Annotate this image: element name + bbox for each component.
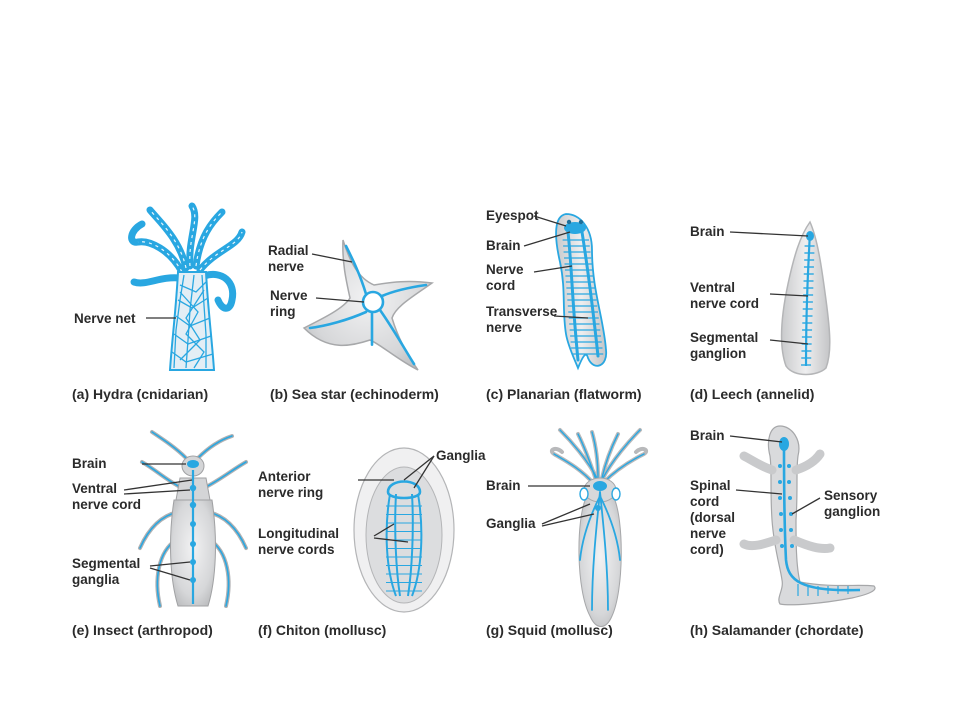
label-salamander-brain: Brain	[690, 428, 725, 443]
salamander-sensory-ganglia	[778, 464, 794, 548]
sea-star-nerve-ring	[361, 290, 385, 314]
label-spinal-cord: Spinal cord (dorsal nerve cord)	[690, 478, 736, 557]
label-nerve-ring: Nerve ring	[270, 288, 308, 319]
salamander-illustration	[739, 425, 876, 606]
planarian-eyespot-right	[578, 219, 584, 225]
caption-chiton: (f) Chiton (mollusc)	[258, 622, 387, 638]
leech-illustration	[780, 220, 831, 376]
squid-brain	[593, 481, 607, 491]
leech-ventral-nerve-cord	[804, 231, 812, 367]
squid-illustration	[549, 428, 649, 627]
label-insect-brain: Brain	[72, 456, 107, 471]
label-eyespot: Eyespot	[486, 208, 539, 223]
caption-hydra: (a) Hydra (cnidarian)	[72, 386, 209, 402]
caption-sea-star: (b) Sea star (echinoderm)	[270, 386, 439, 402]
insect-illustration	[138, 430, 248, 608]
label-chiton-ganglia: Ganglia	[436, 448, 486, 463]
insect-segmental-ganglia	[189, 484, 197, 583]
insect-brain	[187, 460, 199, 468]
planarian-brain	[564, 222, 586, 234]
caption-squid: (g) Squid (mollusc)	[486, 622, 613, 638]
label-segmental-ganglia: Segmental ganglia	[72, 556, 141, 587]
leech-segmental-ganglia	[801, 245, 815, 366]
sea-star-radial-nerves	[308, 244, 428, 366]
hydra-nerve-net	[171, 274, 214, 369]
label-planarian-nerve-cord: Nerve cord	[486, 262, 524, 293]
planarian-nerve-cords	[566, 230, 600, 362]
squid-nerves	[579, 491, 621, 611]
caption-planarian: (c) Planarian (flatworm)	[486, 386, 642, 402]
label-leech-brain: Brain	[690, 224, 725, 239]
label-sensory-ganglion: Sensory ganglion	[824, 488, 881, 519]
caption-salamander: (h) Salamander (chordate)	[690, 622, 864, 638]
sea-star-illustration	[302, 239, 434, 371]
hydra-tentacles-mesh	[137, 205, 243, 273]
salamander-tail-nerves	[797, 584, 849, 596]
caption-insect: (e) Insect (arthropod)	[72, 622, 213, 638]
chiton-foot	[365, 466, 443, 604]
squid-tentacle-nerves	[553, 429, 645, 485]
planarian-eyespot-left	[566, 219, 572, 225]
label-radial-nerve: Radial nerve	[268, 243, 309, 274]
label-leech-ventral-nerve-cord: Ventral nerve cord	[690, 280, 760, 311]
caption-leech: (d) Leech (annelid)	[690, 386, 815, 402]
squid-ganglion	[595, 505, 601, 511]
label-squid-brain: Brain	[486, 478, 521, 493]
planarian-body	[555, 213, 607, 371]
leech-brain	[806, 231, 814, 241]
squid-eye-left	[579, 487, 589, 501]
salamander-brain	[779, 437, 789, 451]
label-transverse-nerve: Transverse nerve	[486, 304, 558, 335]
planarian-illustration	[555, 213, 607, 371]
squid-mantle	[578, 497, 622, 627]
label-anterior-nerve-ring: Anterior nerve ring	[258, 469, 324, 500]
label-planarian-brain: Brain	[486, 238, 521, 253]
hydra-illustration	[128, 202, 246, 371]
label-squid-ganglia: Ganglia	[486, 516, 536, 531]
chiton-cross-connectives	[386, 505, 422, 592]
label-segmental-ganglion: Segmental ganglion	[690, 330, 759, 361]
salamander-legs	[739, 449, 835, 553]
label-nerve-net: Nerve net	[74, 311, 136, 326]
label-insect-ventral-nerve-cord: Ventral nerve cord	[72, 481, 142, 512]
squid-eye-right	[611, 487, 621, 501]
leech-body	[780, 220, 831, 376]
leader-lines	[123, 215, 821, 581]
salamander-spinal-cord	[782, 445, 861, 592]
chiton-anterior-nerve-ring	[386, 480, 422, 500]
label-longitudinal-nerve-cords: Longitudinal nerve cords	[258, 526, 339, 557]
chiton-illustration	[353, 447, 455, 613]
